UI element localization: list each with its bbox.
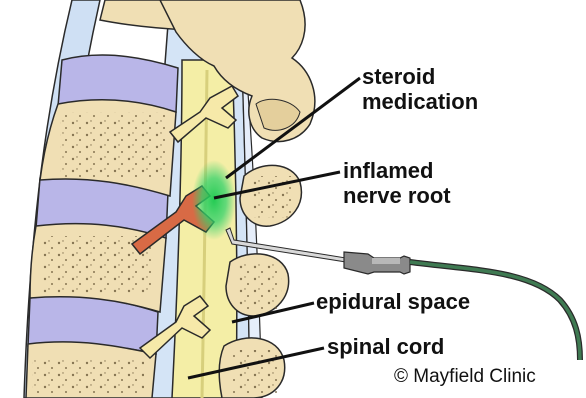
lamina-bone-3-pores: [232, 350, 278, 394]
label-steroid-line2: medication: [362, 89, 478, 114]
vertebra-3-pores: [32, 358, 144, 396]
lamina-bone-2-pores: [236, 262, 282, 310]
vertebra-1-pores: [60, 112, 165, 180]
label-nerve-line2: nerve root: [343, 183, 451, 208]
label-epidural-space: epidural space: [316, 289, 470, 314]
label-steroid-medication: steroid medication: [362, 64, 478, 114]
label-inflamed-nerve-root: inflamed nerve root: [343, 158, 451, 208]
label-spinal-cord: spinal cord: [327, 334, 444, 359]
label-steroid-line1: steroid: [362, 64, 478, 89]
copyright-notice: © Mayfield Clinic: [394, 366, 536, 388]
needle-hub-highlight: [372, 258, 400, 264]
label-nerve-line1: inflamed: [343, 158, 451, 183]
